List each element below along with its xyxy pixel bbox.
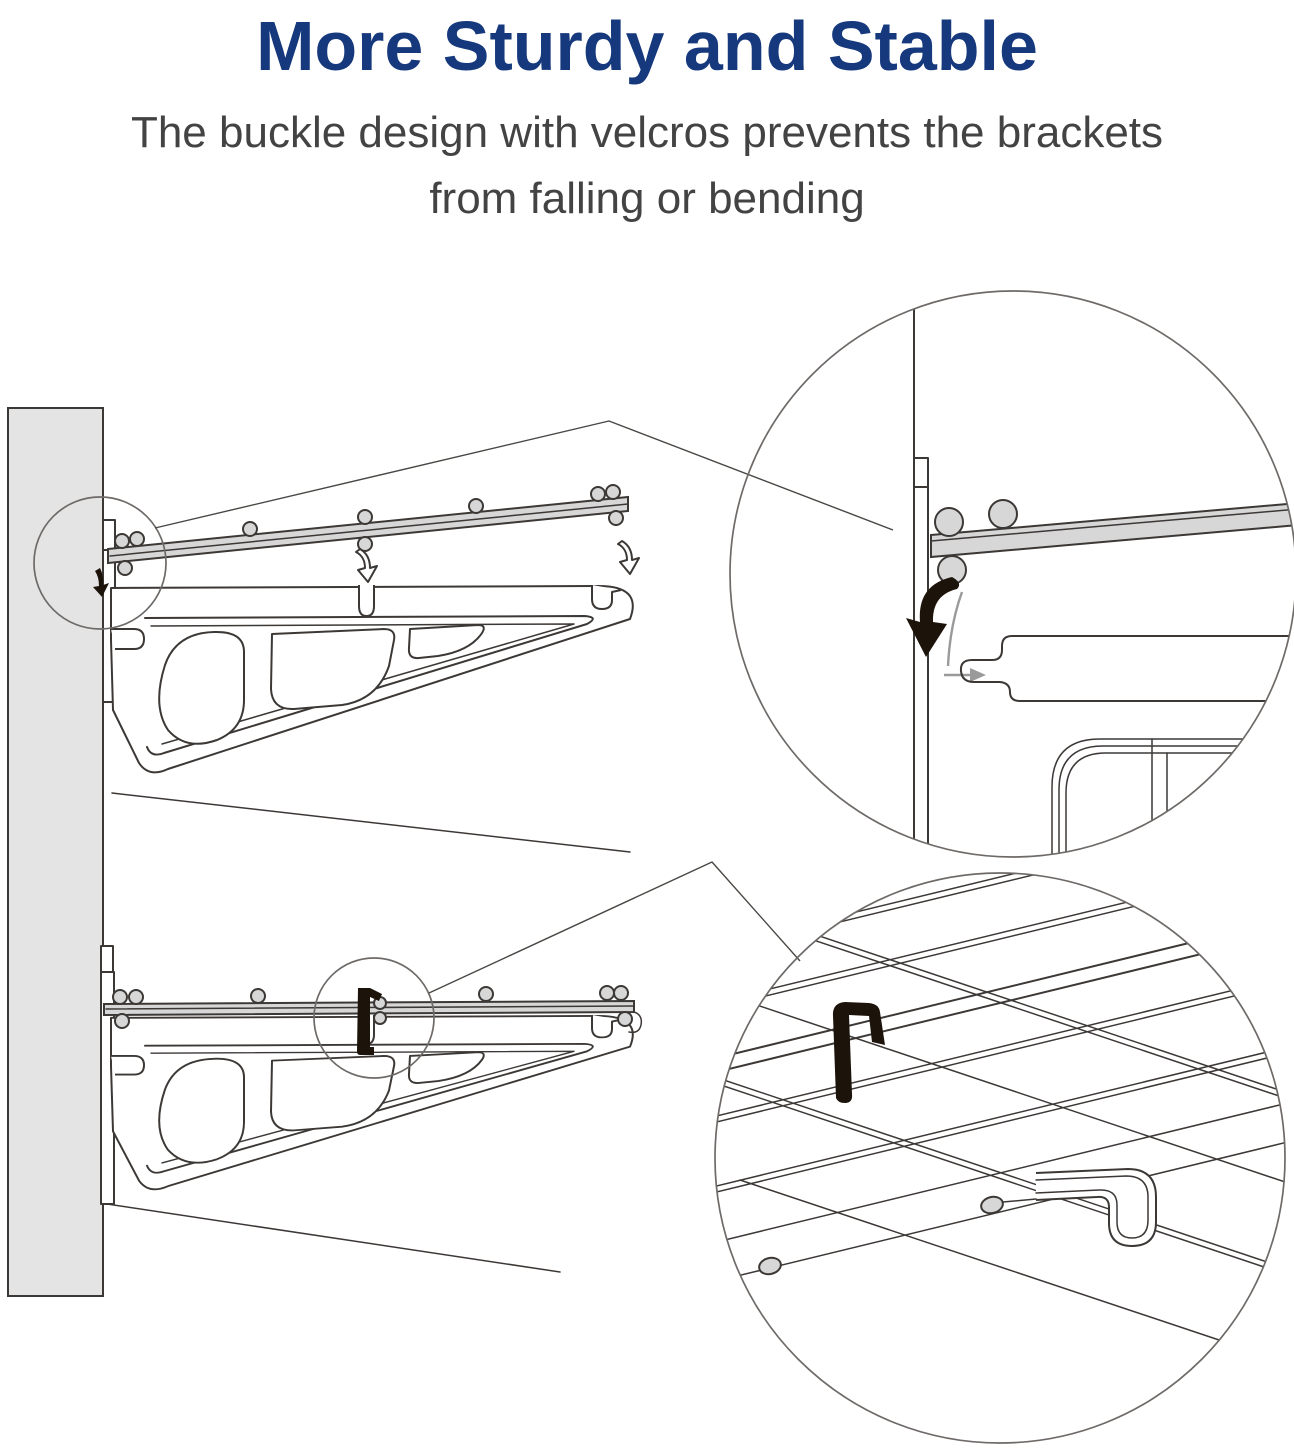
drop-arrow-icon [355,548,378,583]
detail-circle [714,872,1286,1444]
bracket-bottom-tab [1035,1168,1157,1247]
wall-mount-plate [102,519,116,551]
buckle-hook-detail-view [906,291,1294,857]
exploded-bracket-view [33,484,640,853]
detail-circle-background [730,291,1294,857]
shelf-bracket [110,584,634,774]
callout-leader-line [428,861,801,994]
panel-silhouette-line [111,792,631,853]
wire-end-magnified [934,507,964,537]
slide-guide-line [946,591,964,667]
drop-arrow-icon [617,540,640,575]
rail-wire-ends [114,484,624,576]
bracket-hook-slot [959,635,1294,702]
callout-leader-line [154,420,894,531]
panel-silhouette-line [106,1203,561,1273]
detail-circle [729,290,1294,858]
shelf-rail [107,495,629,565]
wall-panel [7,407,104,1297]
magnifier-circle-small [33,496,167,630]
detail-circle-background [715,873,1285,1443]
wire-end-magnified [988,499,1018,529]
assembled-bracket-view [100,945,643,1273]
subtitle-line-1: The buckle design with velcros prevents … [130,108,1164,157]
wall-hook-arrow-icon [93,568,109,597]
velcro-strap [357,988,382,1055]
rail-peg [758,1256,782,1276]
subtitle-line-2: from falling or bending [429,174,865,223]
velcro-strap-magnified [832,1002,885,1103]
insert-arrow-icon [906,577,960,657]
magnifier-circle-small [313,957,435,1079]
header: More Sturdy and Stable The buckle design… [0,0,1294,232]
rail-wire-ends [112,985,633,1029]
wall-mount-plate [100,945,114,973]
page-title: More Sturdy and Stable [256,7,1038,85]
shelf-bracket [110,1014,634,1191]
